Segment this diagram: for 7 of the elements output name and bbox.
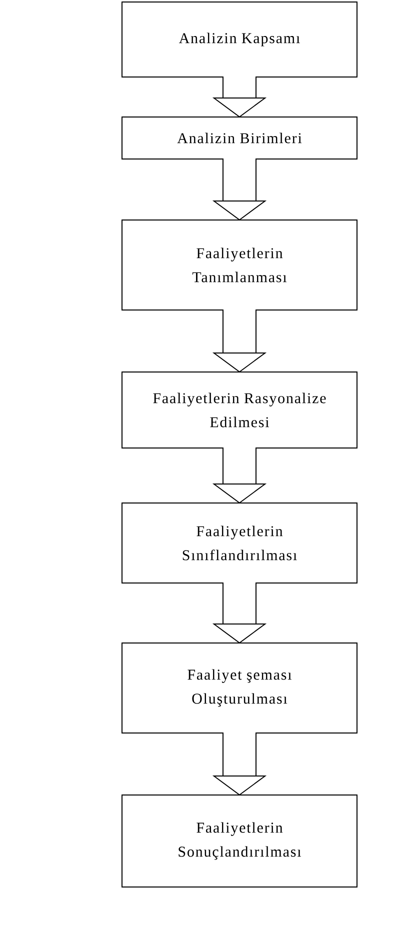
process-box: Faaliyet şeması Oluşturulması bbox=[122, 642, 358, 734]
process-box: Analizin Kapsamı bbox=[122, 2, 358, 78]
process-box: Faaliyetlerin Sonuçlandırılması bbox=[122, 794, 358, 888]
process-box: Faaliyetlerin Sınıflandırılması bbox=[122, 502, 358, 584]
process-box: Analizin Birimleri bbox=[122, 116, 358, 160]
process-box: Faaliyetlerin Tanımlanması bbox=[122, 220, 358, 310]
process-box: Faaliyetlerin Rasyonalize Edilmesi bbox=[122, 372, 358, 448]
